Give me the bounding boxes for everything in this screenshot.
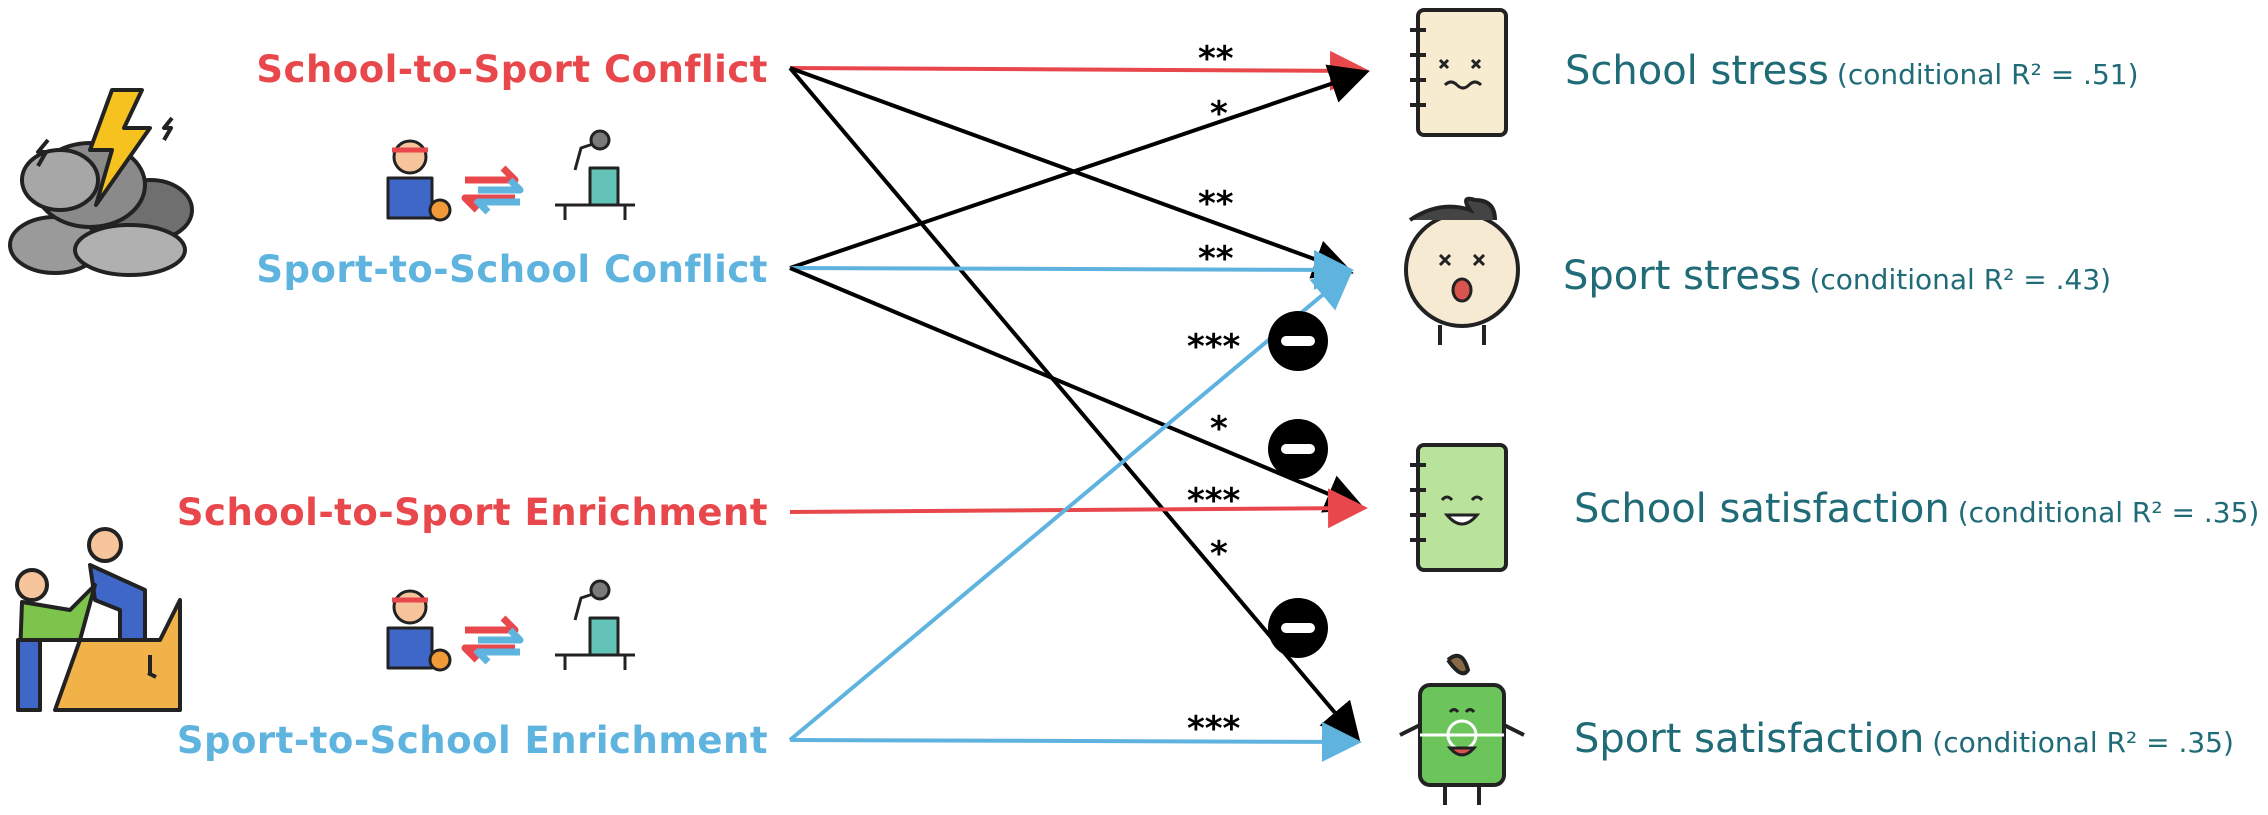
climbing-help-icon [15, 527, 182, 712]
sig-spse-sport-stress: *** [1187, 327, 1241, 367]
outcome-sport-stress-label: Sport stress [1563, 253, 1802, 299]
label-sport-to-school-conflict: Sport-to-School Conflict [256, 248, 768, 291]
sig-spse-sport-satisfaction: *** [1187, 709, 1241, 749]
happy-soccer-field-icon [1399, 653, 1525, 805]
arrow-stse-school-satisfaction [789, 488, 1368, 529]
arrow-stsc-sport-stress [789, 66, 1354, 279]
outcome-sport-stress: Sport stress(conditional R² = .43) [1563, 253, 2111, 299]
arrow-spse-sport-stress [788, 269, 1354, 742]
outcome-school-satisfaction-r2: (conditional R² = .35) [1957, 496, 2260, 529]
arrow-stsc-school-stress [789, 50, 1370, 91]
label-school-to-sport-conflict: School-to-Sport Conflict [256, 48, 768, 91]
athlete-desk-exchange-icon [386, 129, 635, 222]
outcome-school-satisfaction: School satisfaction(conditional R² = .35… [1574, 486, 2259, 532]
outcome-sport-stress-r2: (conditional R² = .43) [1809, 263, 2112, 296]
outcome-sport-satisfaction-r2: (conditional R² = .35) [1932, 726, 2234, 759]
sad-notebook-icon [1410, 8, 1508, 137]
sig-spsc-school-stress: ** [1198, 184, 1234, 224]
sig-stsc-sport-satisfaction: * [1210, 534, 1228, 574]
arrow-spse-sport-satisfaction [789, 721, 1362, 762]
negative-sign-icon [1268, 311, 1328, 371]
happy-notebook-icon [1410, 443, 1508, 572]
outcome-school-stress-r2: (conditional R² = .51) [1836, 58, 2139, 91]
label-sport-to-school-enrichment: Sport-to-School Enrichment [176, 719, 768, 762]
storm-cloud-icon [8, 88, 194, 277]
sig-spsc-school-satisfaction: * [1210, 409, 1228, 449]
sig-stse-school-satisfaction: *** [1187, 481, 1241, 521]
arrow-spsc-school-satisfaction [789, 266, 1366, 513]
negative-sign-icon [1268, 598, 1328, 658]
outcome-school-stress-label: School stress [1565, 48, 1829, 94]
sig-stsc-school-stress: ** [1198, 39, 1234, 79]
outcome-sport-satisfaction-label: Sport satisfaction [1574, 716, 1925, 762]
outcome-sport-satisfaction: Sport satisfaction(conditional R² = .35) [1574, 716, 2234, 762]
outcome-school-stress: School stress(conditional R² = .51) [1565, 48, 2139, 94]
sig-spsc-sport-stress: ** [1198, 239, 1234, 279]
sig-stsc-sport-stress: * [1210, 94, 1228, 134]
arrow-stsc-sport-satisfaction [788, 66, 1361, 744]
athlete-desk-exchange-icon [386, 579, 635, 672]
outcome-school-satisfaction-label: School satisfaction [1574, 486, 1950, 532]
negative-sign-icon [1268, 419, 1328, 479]
dizzy-baseball-icon [1404, 196, 1520, 345]
arrow-spsc-school-stress [789, 64, 1370, 270]
arrow-spsc-sport-stress [789, 249, 1354, 290]
label-school-to-sport-enrichment: School-to-Sport Enrichment [176, 491, 768, 534]
